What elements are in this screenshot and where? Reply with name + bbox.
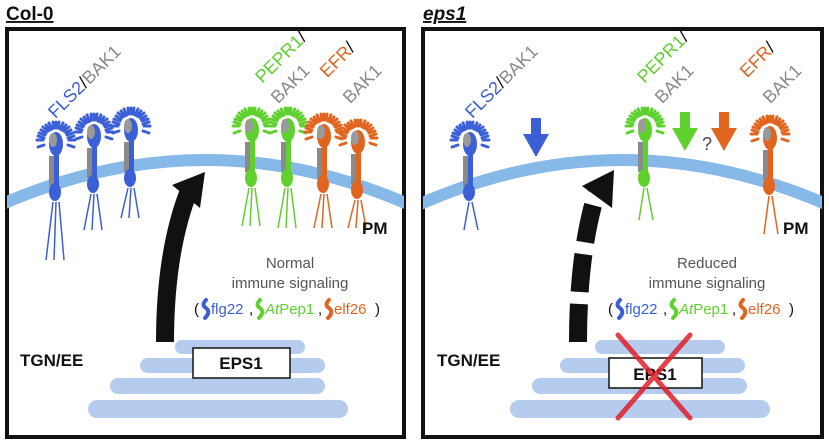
eps1-loss-cross-icon	[615, 332, 693, 421]
transport-arrow	[156, 172, 205, 343]
tgn-ee-label: TGN/EE	[437, 351, 500, 370]
signaling-description-label: immune signaling	[649, 275, 766, 292]
pepr1-bak1-receptors	[231, 106, 309, 229]
svg-text:(: (	[608, 301, 613, 318]
fls2-decrease-arrow-icon	[523, 118, 549, 157]
eps1-mutant-title: eps1	[423, 4, 466, 25]
pepr1-decrease-arrow-icon	[672, 112, 698, 151]
reduced-transport-arrow	[569, 170, 614, 343]
svg-text:,: ,	[663, 301, 667, 318]
eps1-panel: eps1	[421, 4, 824, 439]
svg-text:(: (	[194, 301, 199, 318]
svg-text:,: ,	[732, 301, 736, 318]
tgn-ee-label: TGN/EE	[20, 351, 83, 370]
question-mark: ?	[702, 134, 712, 154]
signaling-status-label: Normal	[266, 255, 314, 272]
pm-label: PM	[783, 219, 809, 238]
fls2-bak1-receptor	[449, 120, 491, 231]
elf26-label: elf26	[334, 301, 367, 318]
flg22-label: flg22	[625, 301, 658, 318]
elf26-peptide-icon	[738, 298, 748, 320]
col0-title: Col-0	[6, 4, 54, 25]
pm-label: PM	[362, 219, 388, 238]
col0-panel: Col-0	[5, 4, 406, 439]
atpep1-peptide-icon	[255, 298, 265, 320]
svg-text:AtPep1: AtPep1	[678, 301, 728, 318]
elf26-peptide-icon	[324, 298, 334, 320]
flg22-peptide-icon	[201, 298, 211, 320]
svg-text:): )	[789, 301, 794, 318]
eps1-box	[192, 347, 291, 379]
svg-text:): )	[375, 301, 380, 318]
eps1-label: EPS1	[219, 354, 262, 373]
efr-bak1-receptor	[749, 114, 791, 235]
signaling-status-label: Reduced	[677, 255, 737, 272]
flg22-peptide-icon	[615, 298, 625, 320]
flg22-label: flg22	[211, 301, 244, 318]
signaling-description-label: immune signaling	[232, 275, 349, 292]
ligand-legend: ( flg22 , AtPep1 , elf26 )	[194, 298, 380, 320]
svg-text:AtPep1: AtPep1	[264, 301, 314, 318]
svg-text:,: ,	[318, 301, 322, 318]
efr-decrease-arrow-icon	[711, 112, 737, 151]
atpep1-peptide-icon	[669, 298, 679, 320]
elf26-label: elf26	[748, 301, 781, 318]
ligand-legend: ( flg22 , AtPep1 , elf26 )	[608, 298, 794, 320]
efr-bak1-receptors	[303, 112, 379, 229]
pepr1-bak1-receptor	[624, 106, 666, 221]
svg-text:,: ,	[249, 301, 253, 318]
fls2-bak1-receptors	[35, 106, 152, 261]
